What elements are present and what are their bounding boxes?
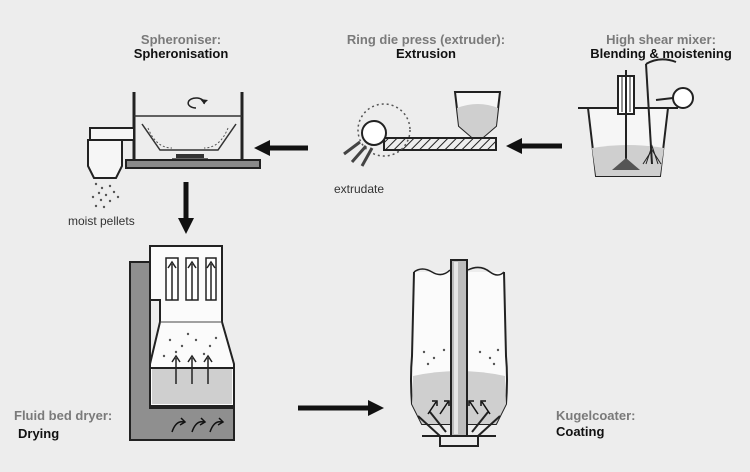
coater-process: Coating	[556, 424, 605, 439]
arrow-dryer-to-coater	[298, 400, 384, 416]
arrow-extruder-to-spheroniser	[254, 140, 308, 156]
spheroniser-process: Spheronisation	[133, 46, 229, 61]
coater-title: Kugelcoater:	[556, 408, 636, 423]
extruder-illustration	[343, 91, 502, 167]
arrow-spheroniser-to-dryer	[178, 182, 194, 234]
dryer-process: Drying	[18, 426, 60, 441]
spheroniser-illustration	[87, 92, 261, 209]
mixer-process: Blending & moistening	[590, 46, 732, 61]
mixer-title: High shear mixer:	[606, 32, 716, 47]
spheroniser-title: Spheroniser:	[140, 32, 222, 47]
arrow-mixer-to-extruder	[506, 138, 562, 154]
extruder-title: Ring die press (extruder):	[346, 32, 506, 47]
high-shear-mixer-illustration	[578, 58, 694, 177]
moist-pellets-label: moist pellets	[68, 214, 135, 228]
kugelcoater-illustration	[410, 259, 508, 447]
extrudate-label: extrudate	[334, 182, 385, 196]
fluid-bed-dryer-illustration	[129, 245, 235, 441]
dryer-title: Fluid bed dryer:	[14, 408, 113, 423]
extruder-process: Extrusion	[396, 46, 456, 61]
